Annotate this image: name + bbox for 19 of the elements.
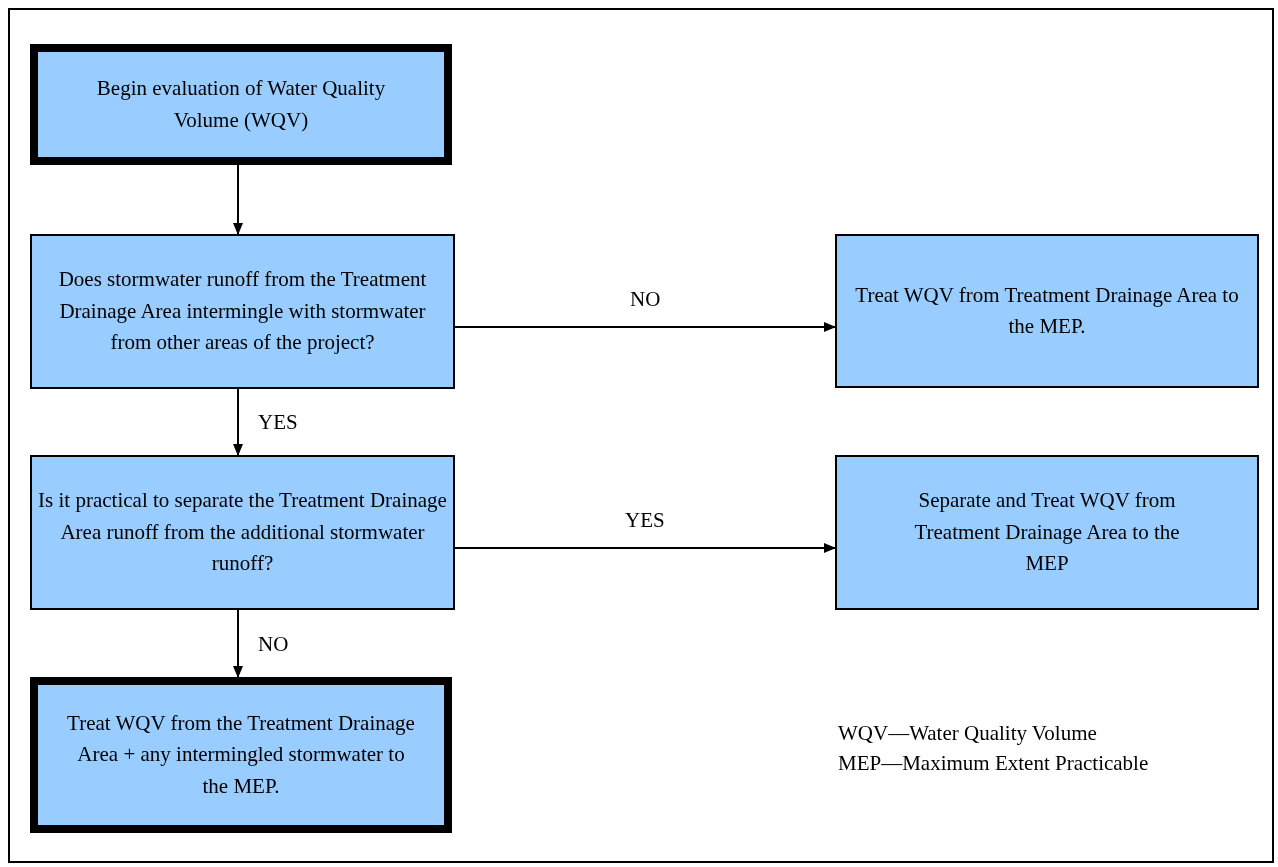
node-text: Begin evaluation of Water Quality Volume (WQV) (95, 75, 387, 134)
process-box (30, 234, 455, 389)
node-text: Does stormwater runoff from the Treatment Drainage Area intermingle with stormwater from other areas of the project? (57, 266, 428, 357)
arrow (454, 543, 836, 553)
arrow (454, 322, 836, 332)
node-text: Treat WQV from the Treatment Drainage Area + any intermingled stormwater to the MEP. (66, 709, 416, 800)
node-text: Separate and Treat WQV from Treatment Drainage Area to the MEP (913, 487, 1181, 578)
arrow (233, 388, 243, 456)
abbreviation-note: MEP—Maximum Extent Practicable (838, 750, 1149, 778)
node-text: Is it practical to separate the Treatment Drainage Area runoff from the additional stormwater runoff? (38, 487, 447, 578)
node-text: Treat WQV from Treatment Drainage Area to the MEP. (854, 281, 1240, 340)
process-box (835, 455, 1259, 610)
process-box (30, 455, 455, 610)
terminal-box (30, 677, 452, 833)
arrow (233, 609, 243, 678)
arrow (233, 164, 243, 235)
process-box (835, 234, 1259, 388)
terminal-box (30, 44, 452, 165)
abbreviation-note: WQV—Water Quality Volume (838, 720, 1098, 747)
